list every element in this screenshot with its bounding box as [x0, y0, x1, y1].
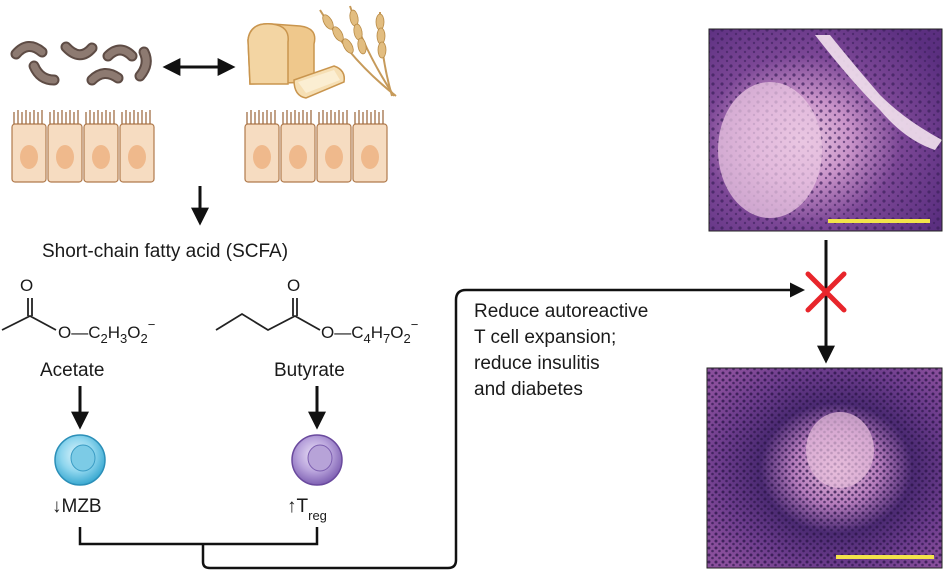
- scale-bar: [828, 219, 930, 223]
- svg-text:O: O: [287, 276, 300, 295]
- connector-to-effect: [201, 282, 805, 570]
- scale-bar: [836, 555, 934, 559]
- acetate-structure: O O—C2H3O2−: [1, 276, 155, 346]
- svg-text:O: O: [20, 276, 33, 295]
- histology-image-bottom: [706, 367, 943, 569]
- svg-text:reduce insulitis: reduce insulitis: [474, 353, 600, 374]
- connector-bracket: [78, 527, 319, 546]
- bread-wheat-icon: [247, 5, 397, 99]
- effect-text: Reduce autoreactive T cell expansion; re…: [474, 301, 648, 400]
- bacteria-group: [10, 41, 152, 86]
- butyrate-label: Butyrate: [274, 360, 345, 381]
- svg-text:and diabetes: and diabetes: [474, 379, 583, 400]
- svg-text:O—C4H7O2−: O—C4H7O2−: [321, 317, 418, 346]
- intestinal-epithelium-right: [244, 110, 388, 183]
- mzb-cell-icon: [54, 434, 106, 486]
- acetate-label: Acetate: [40, 360, 104, 381]
- svg-text:T cell expansion;: T cell expansion;: [474, 327, 616, 348]
- butyrate-structure: O O—C4H7O2−: [215, 276, 418, 346]
- intestinal-epithelium-left: [11, 110, 155, 183]
- svg-text:O—C2H3O2−: O—C2H3O2−: [58, 317, 155, 346]
- mzb-label: ↓MZB: [52, 496, 102, 517]
- blocked-x-icon: [805, 271, 847, 313]
- scfa-heading: Short-chain fatty acid (SCFA): [42, 241, 288, 262]
- treg-cell-icon: [291, 434, 343, 486]
- svg-text:Reduce autoreactive: Reduce autoreactive: [474, 301, 648, 322]
- treg-label: ↑Treg: [287, 496, 327, 523]
- histology-image-top: [708, 28, 943, 232]
